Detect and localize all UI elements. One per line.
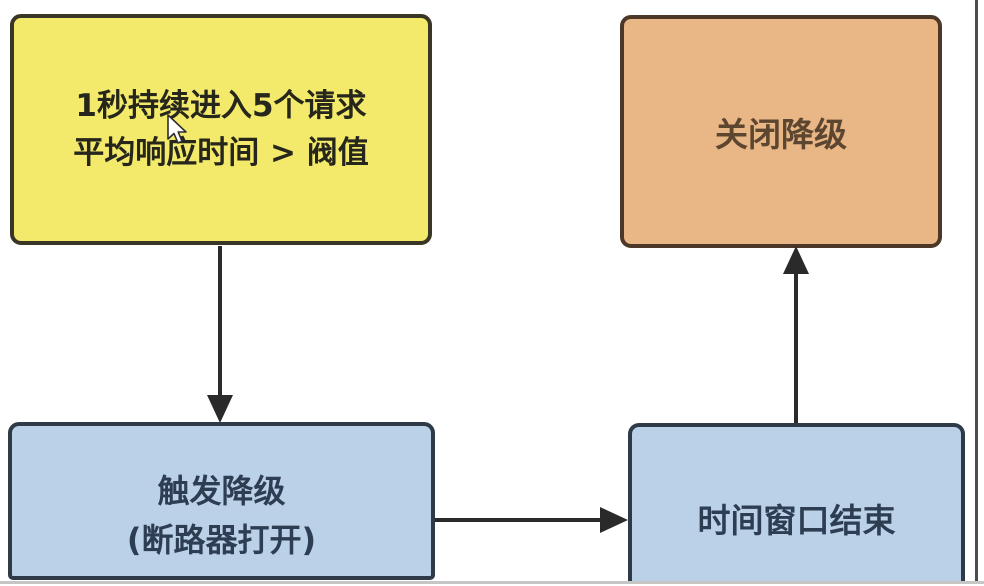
- frame-right-edge: [975, 0, 978, 581]
- node-condition: 1秒持续进入5个请求 平均响应时间 > 阀值: [10, 14, 432, 245]
- arrow-condition-to-trigger-head-icon: [207, 395, 233, 423]
- node-condition-line1: 1秒持续进入5个请求: [75, 87, 367, 124]
- node-time-window: 时间窗口结束: [628, 423, 965, 581]
- frame-bottom-edge: [0, 581, 984, 584]
- arrow-condition-to-trigger-line: [218, 246, 222, 401]
- arrow-window-to-close-line: [794, 270, 798, 423]
- node-close-degrade: 关闭降级: [620, 15, 942, 248]
- arrow-window-to-close-head-icon: [783, 246, 809, 274]
- node-condition-line2: 平均响应时间 > 阀值: [73, 134, 369, 171]
- arrow-trigger-to-window-head-icon: [600, 507, 628, 533]
- node-close-degrade-label: 关闭降级: [715, 114, 847, 154]
- arrow-trigger-to-window-line: [435, 518, 605, 522]
- node-trigger-degrade-line1: 触发降级: [157, 472, 286, 510]
- node-trigger-degrade: 触发降级 (断路器打开): [8, 422, 435, 580]
- node-trigger-degrade-line2: (断路器打开): [126, 521, 317, 559]
- node-time-window-label: 时间窗口结束: [697, 501, 896, 540]
